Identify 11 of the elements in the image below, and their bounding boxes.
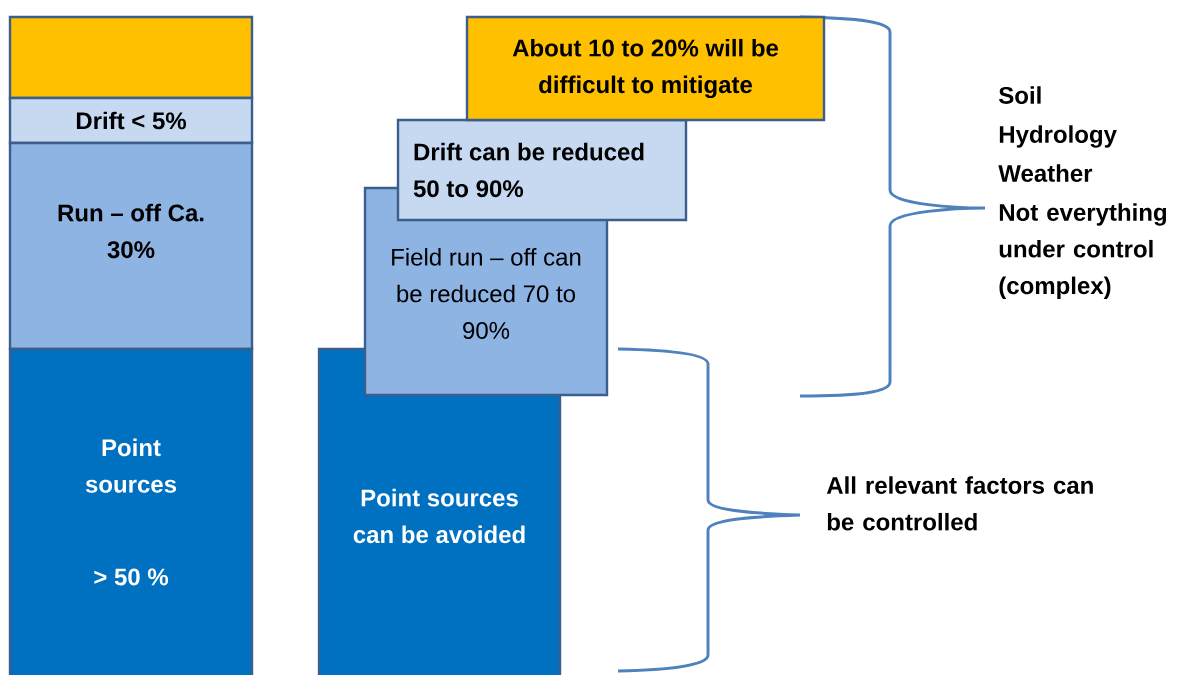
- label-text: Weather: [998, 164, 1093, 182]
- bar-segment: [8, 15, 254, 100]
- label-text: Soil: [998, 86, 1041, 104]
- step-box: About 10 to 20% will be difficult to mitigate: [465, 15, 826, 122]
- label-text: Not everything under control (complex): [999, 203, 1166, 299]
- label-text: Hydrology: [999, 125, 1117, 148]
- bar-segment: Drift < 5%: [8, 96, 254, 145]
- step-box: Drift can be reduced 50 to 90%: [396, 118, 688, 222]
- bar-segment: Run – off Ca. 30%: [8, 141, 254, 351]
- bar-segment: Point sources > 50 %: [8, 347, 254, 675]
- label-text: All relevant factors can be controlled: [826, 476, 1093, 531]
